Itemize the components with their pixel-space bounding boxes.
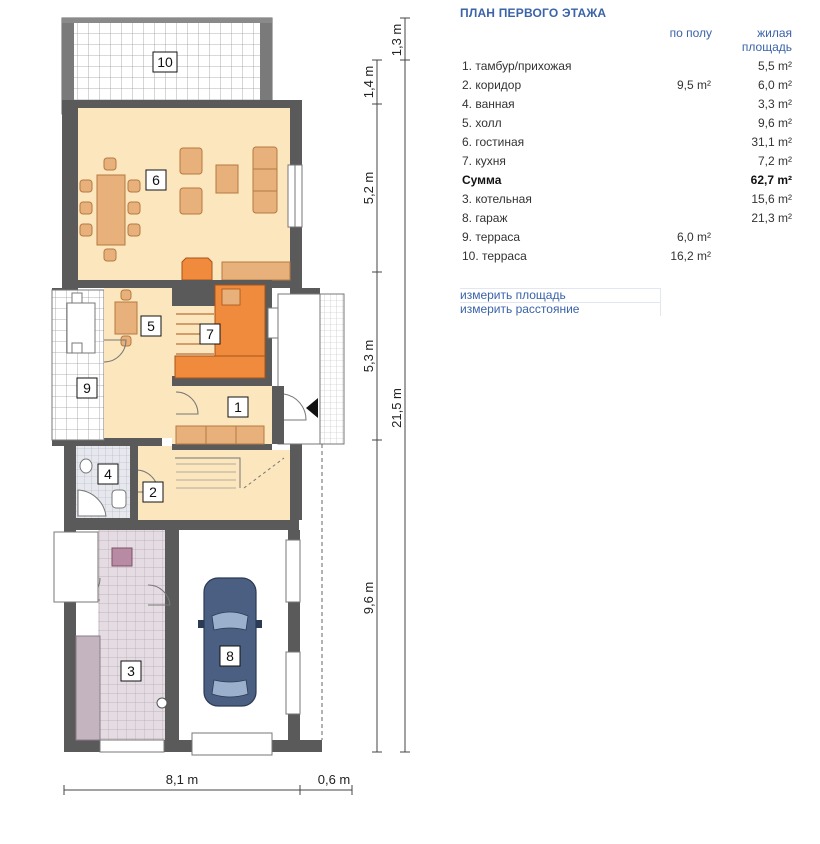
area-row: 8. гараж 21,3 m² [462, 211, 792, 227]
svg-text:4: 4 [104, 466, 112, 482]
porch [272, 293, 345, 740]
side-storage [53, 531, 99, 603]
area-row: 9. терраса 6,0 m² [462, 230, 792, 246]
area-row-name: 10. терраса [462, 249, 527, 263]
area-row: Сумма 62,7 m² [462, 173, 792, 189]
area-table-panel: ПЛАН ПЕРВОГО ЭТАЖА по полу жилая площадь… [460, 6, 800, 316]
area-row-name: 8. гараж [462, 211, 508, 225]
area-row-floor: 6,0 m² [676, 230, 711, 244]
living-furniture [179, 146, 278, 215]
room-3-boiler [75, 530, 171, 753]
room-label-9: 9 [76, 377, 98, 399]
area-row-living: 6,0 m² [757, 78, 792, 92]
col-header-living: жилая площадь [722, 26, 792, 54]
area-row-name: 1. тамбур/прихожая [462, 59, 572, 73]
room-label-1: 1 [227, 396, 249, 418]
room-2-corridor [135, 446, 290, 520]
area-row-name: 9. терраса [462, 230, 521, 244]
area-row-living: 31,1 m² [751, 135, 792, 149]
car-icon [198, 577, 262, 707]
area-row-living: 9,6 m² [757, 116, 792, 130]
svg-text:7: 7 [206, 326, 214, 342]
area-row-name: 2. коридор [462, 78, 522, 92]
svg-text:2: 2 [149, 484, 157, 500]
room-1-entrance [172, 380, 272, 450]
room-label-2: 2 [142, 481, 164, 503]
area-row-floor: 16,2 m² [670, 249, 711, 263]
area-row: 3. котельная 15,6 m² [462, 192, 792, 208]
area-row: 1. тамбур/прихожая 5,5 m² [462, 59, 792, 75]
area-row: 6. гостиная 31,1 m² [462, 135, 792, 151]
dimension-lines-right [372, 17, 410, 753]
dim-right-4: 5,3 m [361, 340, 376, 373]
area-row-name: Сумма [462, 173, 502, 187]
room-label-8: 8 [219, 645, 241, 667]
area-row-living: 7,2 m² [757, 154, 792, 168]
room-8-garage [179, 530, 301, 756]
dim-right-3: 5,2 m [361, 172, 376, 205]
room-label-5: 5 [140, 315, 162, 337]
svg-text:10: 10 [157, 54, 173, 70]
terrace-10 [61, 17, 273, 115]
terrace-9 [51, 289, 105, 441]
room-label-3: 3 [120, 660, 142, 682]
dimension-lines-bottom [63, 785, 353, 795]
svg-text:3: 3 [127, 663, 135, 679]
measure-area-button[interactable]: измерить площадь [460, 288, 661, 302]
dim-right-5: 9,6 m [361, 582, 376, 615]
floor-plan: 10 6 5 7 9 1 4 2 8 3 1,3 m 1,4 m 5,2 m 5… [51, 17, 410, 795]
fireplace [181, 257, 213, 281]
svg-text:6: 6 [152, 172, 160, 188]
room-labels: 10 6 5 7 9 1 4 2 8 3 [76, 51, 249, 682]
area-row-name: 5. холл [462, 116, 502, 130]
room-label-6: 6 [145, 169, 167, 191]
area-row-living: 3,3 m² [757, 97, 792, 111]
dim-bottom-1: 8,1 m [166, 772, 199, 787]
svg-text:1: 1 [234, 399, 242, 415]
area-row-living: 21,3 m² [751, 211, 792, 225]
svg-text:8: 8 [226, 648, 234, 664]
room-label-4: 4 [97, 463, 119, 485]
area-row-name: 4. ванная [462, 97, 515, 111]
area-row-living: 62,7 m² [750, 173, 792, 187]
area-row-living: 5,5 m² [757, 59, 792, 73]
dim-bottom-2: 0,6 m [318, 772, 351, 787]
svg-text:9: 9 [83, 380, 91, 396]
area-row: 10. терраса 16,2 m² [462, 249, 792, 265]
area-row: 7. кухня 7,2 m² [462, 154, 792, 170]
dim-right-2: 1,4 m [361, 66, 376, 99]
area-row: 2. коридор 9,5 m² 6,0 m² [462, 78, 792, 94]
measure-distance-button[interactable]: измерить расстояние [460, 302, 661, 316]
room-label-10: 10 [152, 51, 178, 73]
panel-title: ПЛАН ПЕРВОГО ЭТАЖА [460, 6, 607, 20]
area-row-living: 15,6 m² [751, 192, 792, 206]
dining-set [79, 157, 141, 262]
area-row-floor: 9,5 m² [676, 78, 711, 92]
area-row-name: 7. кухня [462, 154, 506, 168]
col-header-living-line1: жилая [757, 26, 792, 40]
dim-right-total: 21,5 m [389, 388, 404, 428]
area-row-name: 6. гостиная [462, 135, 525, 149]
area-row: 4. ванная 3,3 m² [462, 97, 792, 113]
col-header-living-line2: площадь [741, 40, 792, 54]
dim-right-1: 1,3 m [389, 24, 404, 57]
area-row: 5. холл 9,6 m² [462, 116, 792, 132]
room-label-7: 7 [199, 323, 221, 345]
area-row-name: 3. котельная [462, 192, 532, 206]
room-7-kitchen [172, 280, 283, 380]
svg-text:5: 5 [147, 318, 155, 334]
col-header-floor: по полу [669, 26, 712, 40]
